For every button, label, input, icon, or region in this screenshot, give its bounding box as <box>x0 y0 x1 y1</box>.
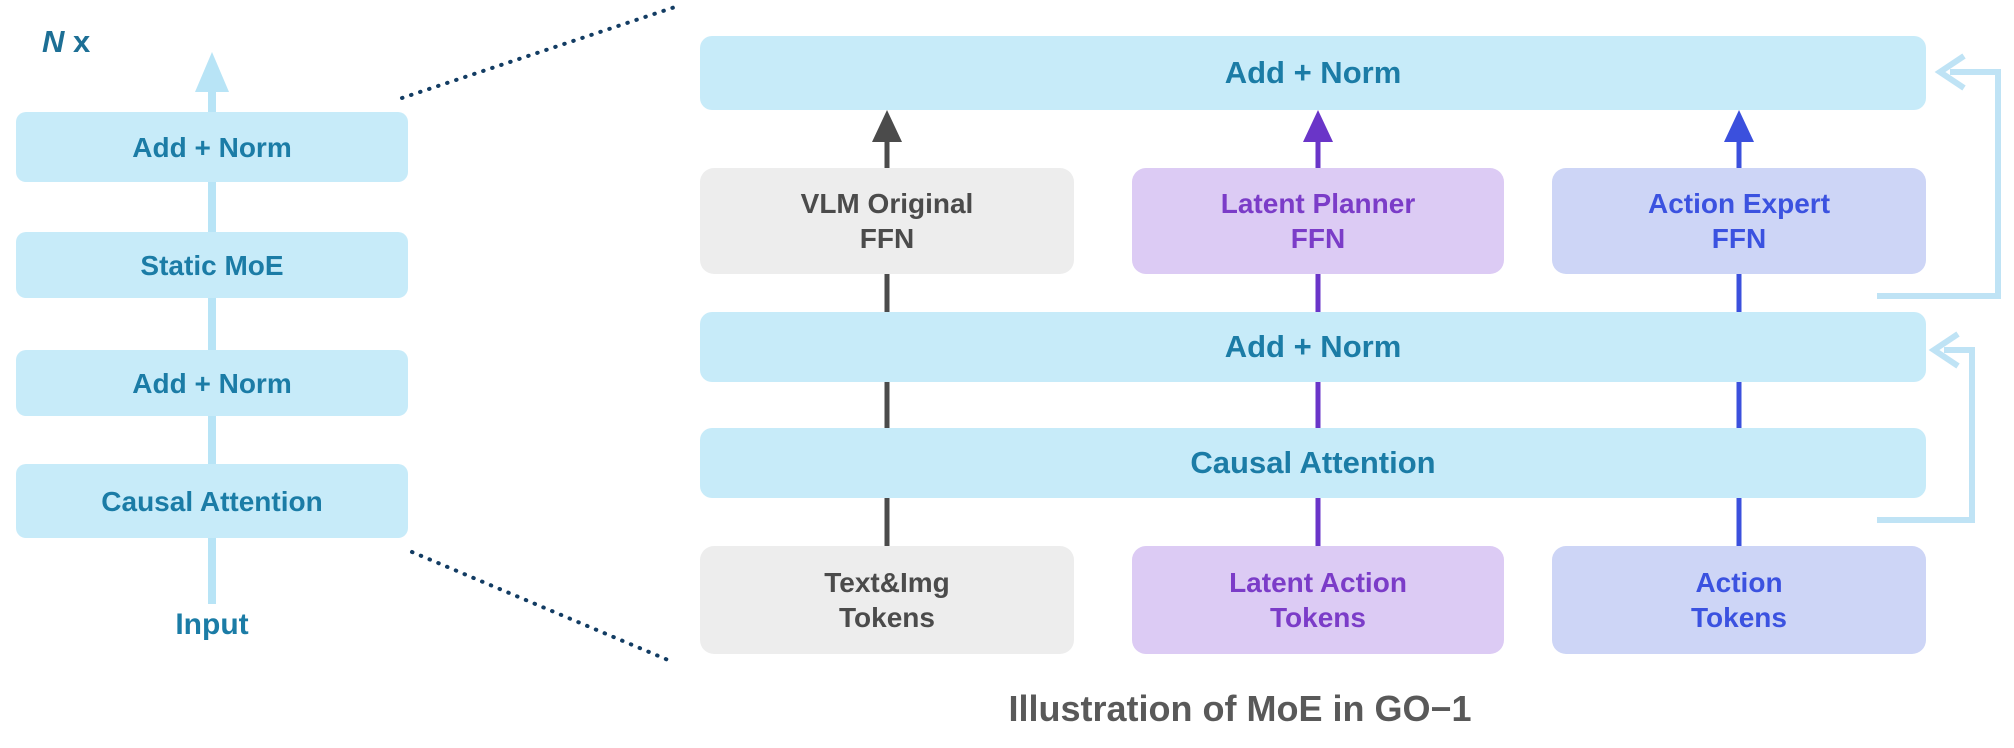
token-label-line2: Tokens <box>839 602 935 633</box>
expert-latent-planner-ffn: Latent Planner FFN <box>1132 168 1504 274</box>
tokens-action: Action Tokens <box>1552 546 1926 654</box>
residual-upper-arrowhead <box>1934 53 1966 91</box>
token-label-line2: Tokens <box>1691 602 1787 633</box>
top-add-norm-label: Add + Norm <box>1224 54 1402 90</box>
tokens-latent-action: Latent Action Tokens <box>1132 546 1504 654</box>
residual-upper-line <box>1877 69 2001 299</box>
top-add-norm-bar: Add + Norm <box>700 36 1926 110</box>
repeat-x: x <box>64 24 91 59</box>
expert-label-line2: FFN <box>1290 223 1346 254</box>
column-arrowhead-vlm <box>872 110 902 142</box>
zoom-dotted-top-line <box>400 4 680 100</box>
mid-add-norm-bar: Add + Norm <box>700 312 1926 382</box>
left-block-causal-attention: Causal Attention <box>16 464 408 538</box>
left-block-label: Static MoE <box>140 249 284 281</box>
expert-label-line2: FFN <box>1711 223 1767 254</box>
repeat-count-label: N x <box>42 24 90 60</box>
column-arrowhead-latent-planner <box>1303 110 1333 142</box>
left-block-add-norm-bottom: Add + Norm <box>16 350 408 416</box>
expert-label-line1: VLM Original <box>800 188 974 219</box>
token-label-line1: Action <box>1695 567 1783 598</box>
left-block-label: Add + Norm <box>132 131 292 163</box>
mid-add-norm-label: Add + Norm <box>1224 328 1402 364</box>
causal-attention-bar: Causal Attention <box>700 428 1926 498</box>
causal-attention-label: Causal Attention <box>1190 444 1436 480</box>
left-block-add-norm-top: Add + Norm <box>16 112 408 182</box>
expert-label-line1: Latent Planner <box>1220 188 1416 219</box>
left-flow-arrowhead <box>195 52 229 92</box>
token-label-line2: Tokens <box>1270 602 1366 633</box>
token-label-line1: Latent Action <box>1229 567 1407 598</box>
expert-label-line2: FFN <box>859 223 915 254</box>
tokens-text-img: Text&Img Tokens <box>700 546 1074 654</box>
residual-lower-line <box>1877 347 1975 523</box>
left-block-label: Causal Attention <box>101 485 323 517</box>
expert-vlm-original-ffn: VLM Original FFN <box>700 168 1074 274</box>
left-block-label: Add + Norm <box>132 367 292 399</box>
repeat-n: N <box>42 24 65 59</box>
token-label-line1: Text&Img <box>824 567 950 598</box>
column-arrowhead-action-expert <box>1724 110 1754 142</box>
residual-lower-arrowhead <box>1928 331 1960 369</box>
expert-label-line1: Action Expert <box>1647 188 1831 219</box>
left-block-static-moe: Static MoE <box>16 232 408 298</box>
zoom-dotted-bottom-line <box>410 550 670 662</box>
expert-action-expert-ffn: Action Expert FFN <box>1552 168 1926 274</box>
diagram-caption: Illustration of MoE in GO−1 <box>1008 688 1472 729</box>
input-label: Input <box>175 608 249 641</box>
